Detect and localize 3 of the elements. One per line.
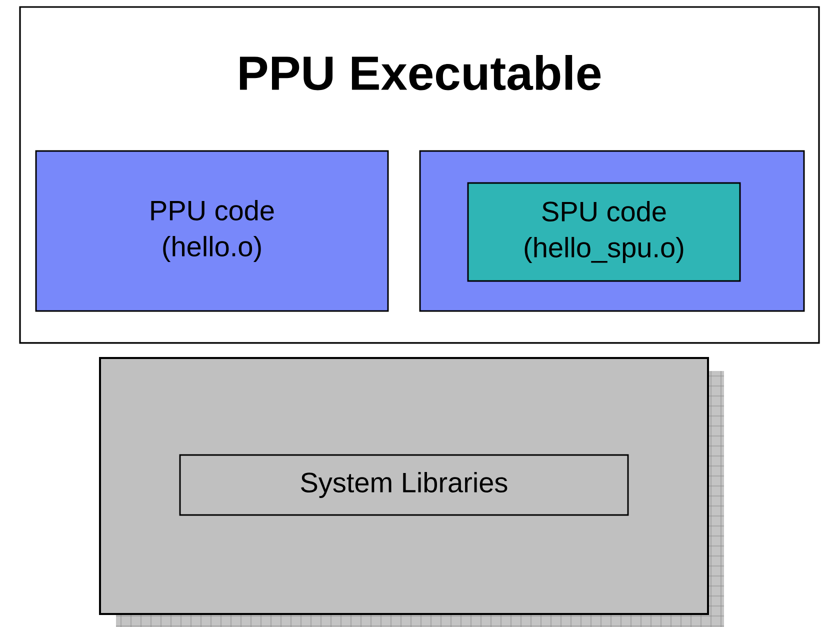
library-box: System Libraries (179, 454, 629, 516)
code-box: PPU code (hello.o) (35, 150, 389, 312)
code-box: SPU code (hello_spu.o) (467, 182, 741, 282)
